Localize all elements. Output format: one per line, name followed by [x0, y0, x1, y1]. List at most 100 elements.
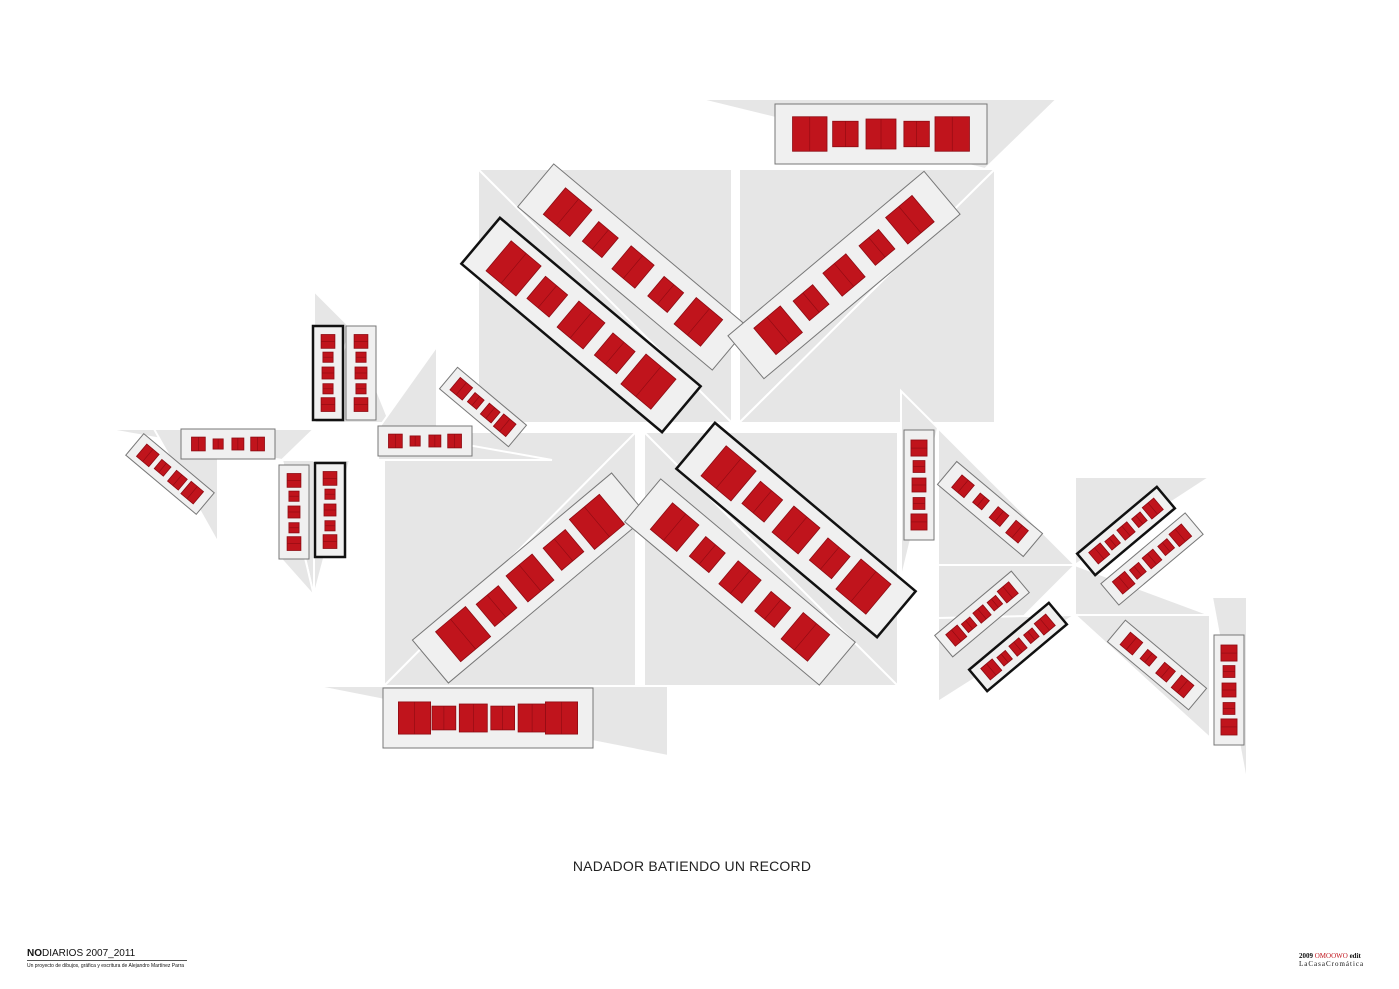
- series-credit: NODIARIOS 2007_2011 Un proyecto de dibuj…: [27, 948, 187, 969]
- block-fold: [766, 316, 790, 344]
- block-fold: [623, 255, 643, 279]
- panel-group: [1100, 512, 1204, 606]
- block-fold: [499, 418, 511, 432]
- block-fold: [986, 663, 997, 676]
- block-fold: [976, 496, 986, 507]
- block-fold: [730, 570, 750, 594]
- block-fold: [142, 449, 154, 462]
- block-fold: [687, 308, 710, 336]
- block-fold: [1177, 680, 1188, 693]
- block-fold: [1144, 653, 1153, 663]
- panel-group: [382, 687, 594, 749]
- block-fold: [450, 618, 476, 650]
- block-fold: [657, 284, 675, 305]
- block-fold: [1133, 566, 1142, 576]
- block-fold: [487, 594, 507, 618]
- block-fold: [794, 623, 817, 651]
- panel-group: [517, 163, 749, 371]
- panel-group: [933, 570, 1031, 658]
- block-fold: [698, 544, 716, 565]
- block-fold: [1160, 666, 1171, 678]
- block-fold: [868, 237, 886, 258]
- block-fold: [1011, 525, 1023, 539]
- block-fold: [1027, 631, 1036, 641]
- block-fold: [1126, 637, 1137, 650]
- block-fold: [764, 599, 782, 620]
- block-fold: [1135, 515, 1144, 525]
- panel-group: [1075, 485, 1177, 577]
- publisher-name: LaCasaCromática: [1299, 960, 1365, 968]
- block-fold: [994, 511, 1004, 523]
- block-fold: [957, 479, 969, 493]
- block-fold: [965, 620, 973, 630]
- panel-group: [967, 601, 1069, 693]
- panel-group: [903, 429, 935, 541]
- panel-group: [438, 366, 528, 448]
- panel-group: [377, 425, 473, 457]
- block-fold: [1118, 576, 1130, 590]
- triangle-tile: [376, 342, 438, 430]
- block-fold: [1147, 553, 1157, 565]
- block-fold: [518, 564, 542, 592]
- block-fold: [802, 292, 820, 313]
- block-fold: [715, 458, 742, 489]
- block-fold: [186, 486, 198, 499]
- publisher-logo: 2009 OMOOWO edit LaCasaCromática: [1299, 952, 1379, 968]
- panel-group: [459, 216, 703, 434]
- panel-group: [624, 478, 856, 686]
- block-fold: [850, 571, 877, 602]
- panel-group: [727, 170, 961, 380]
- block-fold: [172, 474, 183, 486]
- series-name-rest: DIARIOS 2007_2011: [42, 948, 136, 959]
- block-fold: [1013, 641, 1023, 653]
- block-fold: [158, 463, 167, 473]
- block-fold: [556, 198, 579, 226]
- panel-group: [936, 460, 1044, 558]
- block-fold: [1174, 528, 1186, 542]
- artwork-title: NADADOR BATIENDO UN RECORD: [572, 858, 812, 874]
- block-fold: [1094, 547, 1105, 560]
- block-fold: [605, 342, 625, 365]
- panel-group: [313, 461, 347, 559]
- block-fold: [1162, 542, 1171, 552]
- block-fold: [635, 366, 662, 397]
- panel-group: [1213, 634, 1245, 746]
- block-fold: [663, 513, 686, 541]
- block-fold: [752, 490, 772, 513]
- block-fold: [1039, 618, 1050, 631]
- edition-year: 2009: [1299, 952, 1313, 960]
- panel-group: [1106, 619, 1208, 711]
- block-fold: [471, 396, 480, 406]
- series-name-bold: NO: [27, 948, 42, 959]
- block-fold: [834, 263, 854, 287]
- edit-label: edit: [1349, 952, 1361, 960]
- block-fold: [820, 547, 840, 570]
- block-fold: [1002, 586, 1013, 599]
- panel-group: [674, 421, 918, 639]
- edition-line: 2009 OMOOWO edit: [1299, 952, 1379, 960]
- series-subtitle: Un proyecto de dibujos, gráfica y escrit…: [27, 963, 185, 969]
- block-fold: [485, 407, 495, 419]
- block-fold: [951, 629, 962, 642]
- block-fold: [537, 285, 557, 308]
- block-fold: [991, 598, 999, 608]
- panel-group: [774, 103, 988, 165]
- panel-groups: [125, 103, 1245, 749]
- block-fold: [500, 253, 527, 284]
- panel-group: [180, 428, 276, 460]
- block-fold: [898, 206, 922, 234]
- panel-group: [278, 464, 310, 560]
- panel-group: [311, 324, 345, 422]
- block-fold: [977, 608, 987, 620]
- block-fold: [1108, 537, 1117, 547]
- brand-name: OMOOWO: [1314, 952, 1348, 960]
- block-fold: [569, 311, 593, 339]
- panel-group: [345, 325, 377, 421]
- block-fold: [455, 382, 467, 396]
- block-fold: [1147, 502, 1158, 515]
- block-fold: [1000, 653, 1009, 663]
- panel-group: [125, 433, 215, 515]
- triangle-tiles: [104, 98, 1248, 786]
- block-fold: [784, 516, 808, 544]
